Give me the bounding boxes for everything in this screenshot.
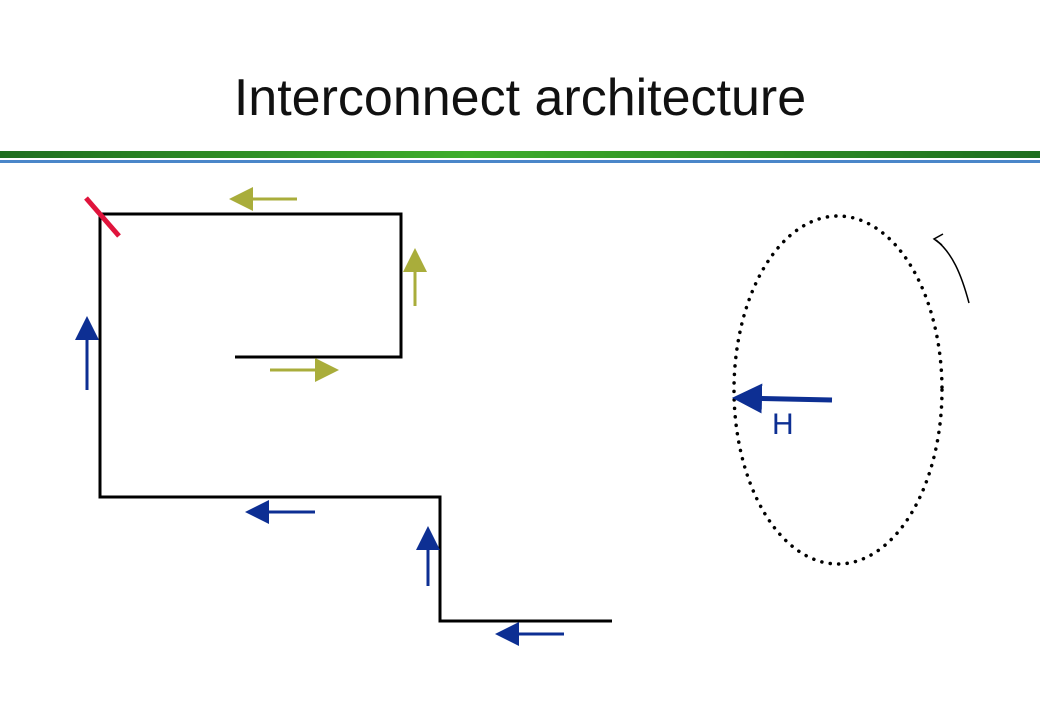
field-label: H xyxy=(772,408,794,441)
curved-arrow-icon xyxy=(932,233,970,304)
title-rule-green xyxy=(0,151,1040,158)
slide-title: Interconnect architecture xyxy=(233,69,807,127)
main-wire xyxy=(98,214,612,623)
field-arrow-icon xyxy=(732,383,833,414)
field-loop xyxy=(732,214,944,566)
title-rule-blue xyxy=(0,160,1040,163)
upper-loop-wire xyxy=(100,212,403,359)
red-marker xyxy=(84,196,121,238)
